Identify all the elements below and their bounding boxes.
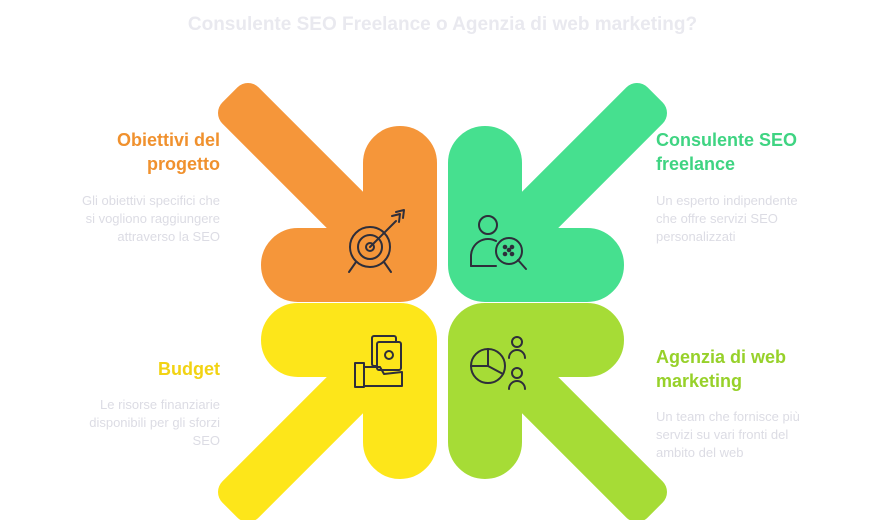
arrow-green bbox=[463, 98, 652, 287]
objectives-heading-line1: Obiettivi del bbox=[116, 130, 220, 150]
arrow-lime bbox=[463, 318, 652, 507]
agency-heading-line1: Agenzia di web bbox=[656, 347, 787, 367]
agency-desc-line3: ambito del web bbox=[656, 445, 744, 460]
target-arrow-icon bbox=[348, 209, 405, 273]
agency-desc-line2: servizi su vari fronti del bbox=[656, 427, 789, 442]
objectives-description: Gli obiettivi specifici che si vogliono … bbox=[40, 192, 220, 246]
agency-desc-line1: Un team che fornisce più bbox=[656, 409, 800, 424]
budget-heading: Budget bbox=[60, 357, 220, 381]
budget-desc-line1: Le risorse finanziarie bbox=[100, 397, 220, 412]
objectives-heading-line2: progetto bbox=[147, 154, 220, 174]
freelance-desc-line3: personalizzati bbox=[656, 229, 736, 244]
agency-heading: Agenzia di web marketing bbox=[656, 345, 856, 393]
budget-description: Le risorse finanziarie disponibili per g… bbox=[40, 396, 220, 450]
freelance-heading-line2: freelance bbox=[656, 154, 736, 174]
objectives-desc-line3: attraverso la SEO bbox=[117, 229, 220, 244]
agency-description: Un team che fornisce più servizi su vari… bbox=[656, 408, 856, 462]
pie-chart-team-icon bbox=[470, 336, 526, 390]
objectives-heading: Obiettivi del progetto bbox=[60, 128, 220, 176]
budget-heading-line1: Budget bbox=[158, 359, 220, 379]
diagram-title: Consulente SEO Freelance o Agenzia di we… bbox=[187, 14, 698, 35]
freelance-desc-line1: Un esperto indipendente bbox=[656, 193, 798, 208]
budget-desc-line2: disponibili per gli sforzi bbox=[89, 415, 220, 430]
person-magnifier-icon bbox=[470, 215, 527, 270]
objectives-desc-line2: si vogliono raggiungere bbox=[85, 211, 220, 226]
freelance-heading-line1: Consulente SEO bbox=[656, 130, 798, 150]
objectives-desc-line1: Gli obiettivi specifici che bbox=[82, 193, 220, 208]
budget-desc-line3: SEO bbox=[192, 433, 220, 448]
agency-heading-line2: marketing bbox=[656, 371, 743, 391]
freelance-description: Un esperto indipendente che offre serviz… bbox=[656, 192, 856, 246]
freelance-desc-line2: che offre servizi SEO bbox=[656, 211, 778, 226]
hand-money-icon bbox=[354, 335, 403, 388]
freelance-heading: Consulente SEO freelance bbox=[656, 128, 856, 176]
arrow-orange bbox=[233, 98, 422, 287]
